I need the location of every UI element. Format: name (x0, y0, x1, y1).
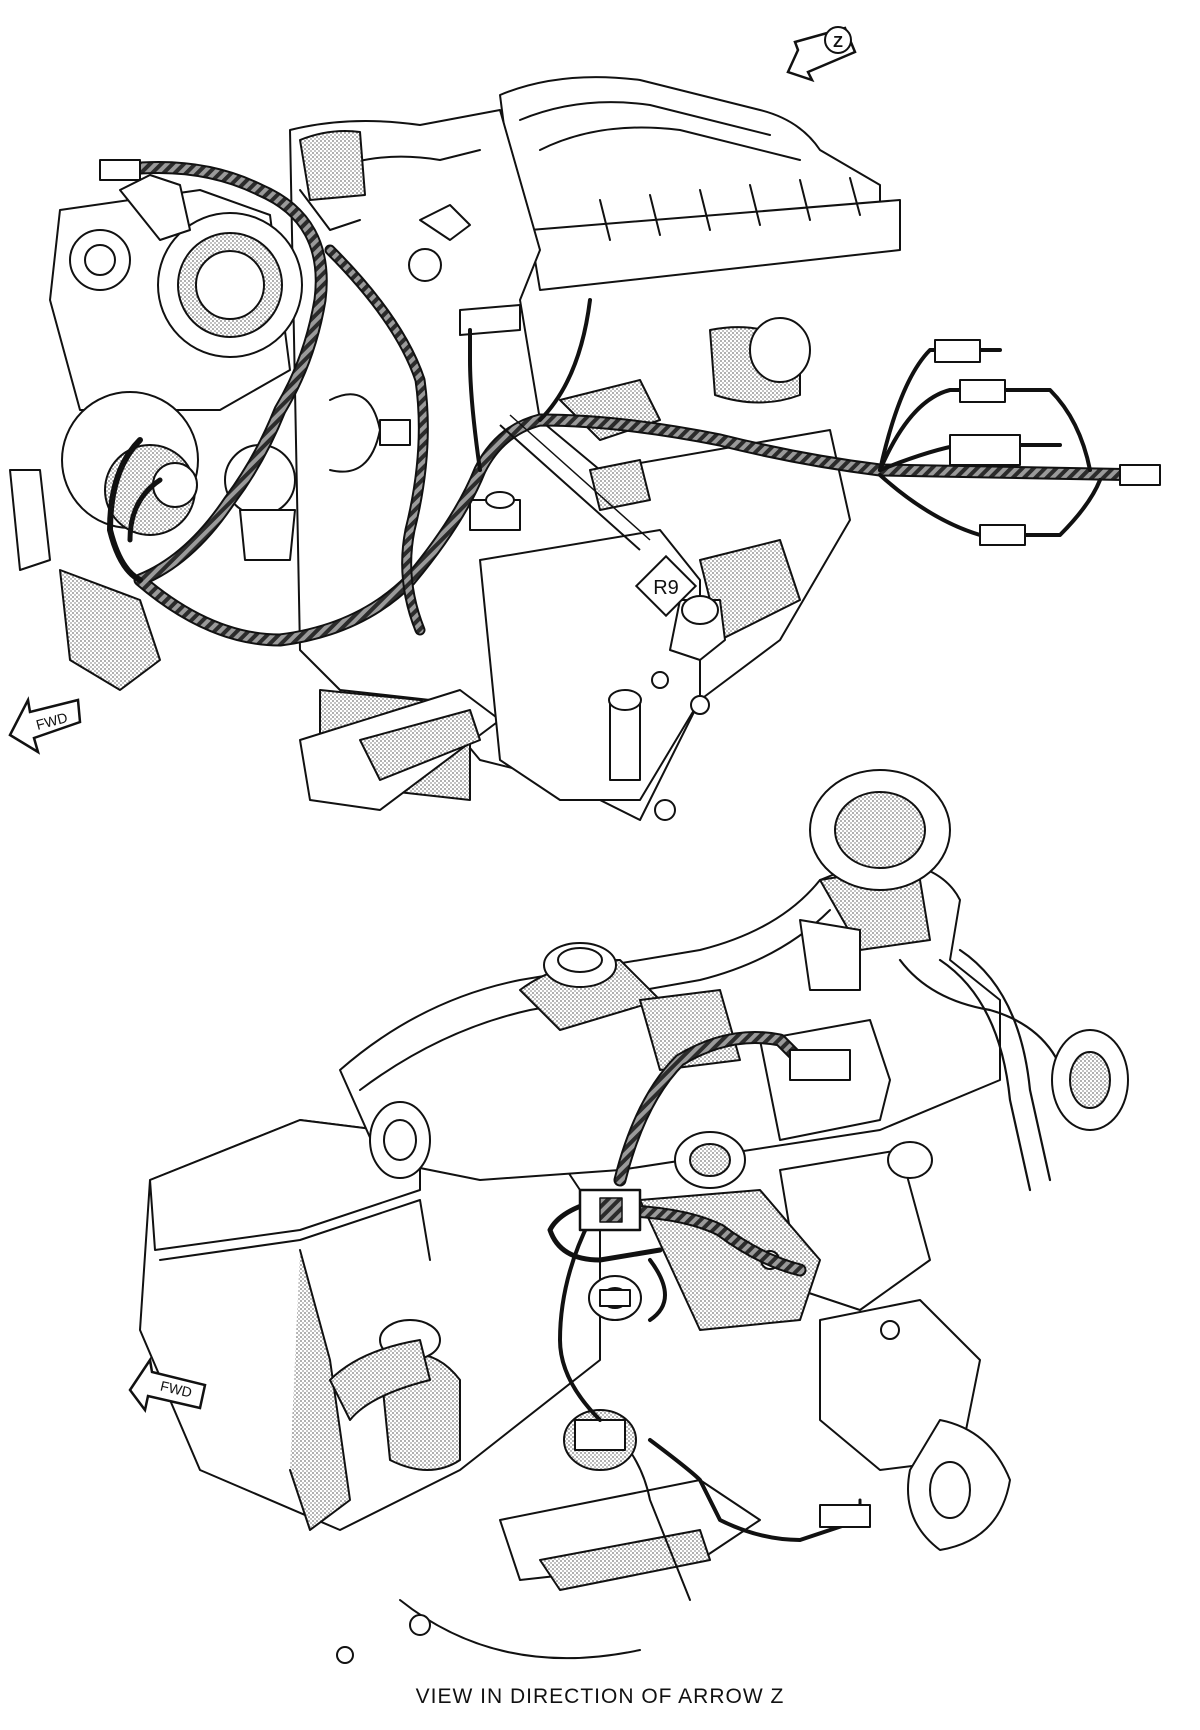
fwd-arrow-bottom-icon: FWD (128, 1356, 207, 1413)
top-wiring-harness (99, 159, 1161, 647)
fwd-bottom-label: FWD (159, 1378, 194, 1401)
arrow-z-icon: Z (786, 26, 857, 83)
fwd-top-label: FWD (34, 709, 69, 733)
r9-callout: R9 (499, 414, 698, 618)
r9-label: R9 (653, 577, 679, 599)
fwd-arrow-top-icon: FWD (8, 696, 82, 755)
arrow-z-label: Z (833, 34, 843, 51)
bottom-wiring-harness (547, 1031, 871, 1542)
figure-caption: VIEW IN DIRECTION OF ARROW Z (415, 1685, 785, 1708)
